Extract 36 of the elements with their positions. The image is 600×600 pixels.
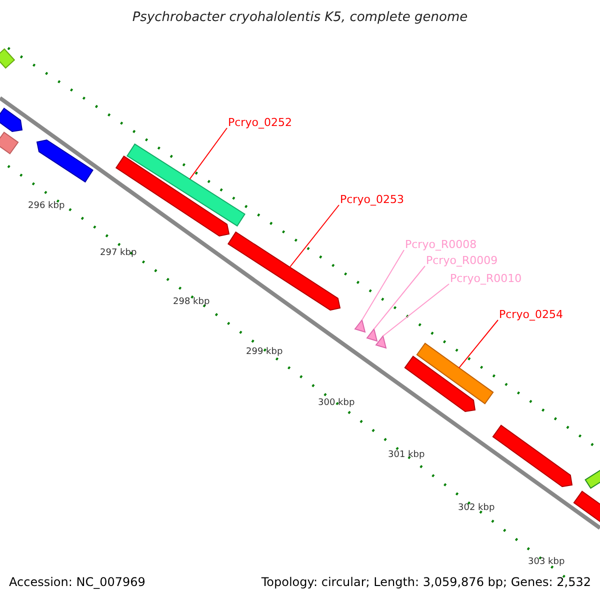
gene-label: Pcryo_R0008 <box>405 238 477 251</box>
title: Psychrobacter cryohalolentis K5, complete genome <box>131 11 469 24</box>
gene-label: Pcryo_0252 <box>228 116 292 129</box>
scale-label: 300 kbp <box>318 397 355 410</box>
leader-line <box>458 320 498 368</box>
gene-feature-bar <box>492 424 573 488</box>
gene-feature-bar <box>126 143 246 227</box>
gene-feature-bar <box>0 108 23 132</box>
gene-feature-bar <box>416 342 494 404</box>
accession-text: Accession: NC_007969 <box>9 576 146 589</box>
gene-label: Pcryo_R0010 <box>450 272 522 285</box>
scale-label: 296 kbp <box>28 200 65 213</box>
leader-line <box>382 284 450 336</box>
scale-label: 298 kbp <box>173 296 210 309</box>
scale-label: 299 kbp <box>246 346 283 359</box>
scale-label: 301 kbp <box>388 449 425 462</box>
scale-label: 297 kbp <box>100 247 137 260</box>
rna-gene-marker <box>366 328 378 342</box>
gene-feature-bar <box>228 231 341 311</box>
gene-feature-bar <box>36 139 94 183</box>
gene-label: Pcryo_0253 <box>340 193 404 206</box>
gene-feature-bar <box>404 356 476 412</box>
leader-line <box>189 128 228 180</box>
gene-label: Pcryo_0254 <box>499 308 563 321</box>
leader-line <box>374 266 426 330</box>
rna-gene-marker <box>375 334 387 349</box>
gene-feature-bar <box>115 156 230 237</box>
leader-line <box>289 204 340 268</box>
leader-line <box>362 250 404 320</box>
summary-text: Topology: circular; Length: 3,059,876 bp; Genes: 2,532 <box>261 576 591 589</box>
gene-feature-bar <box>0 48 16 69</box>
gene-label: Pcryo_R0009 <box>426 254 498 267</box>
rna-gene-marker <box>354 318 366 333</box>
scale-label: 303 kbp <box>528 556 565 569</box>
gene-feature-bar <box>0 132 19 154</box>
scale-label: 302 kbp <box>458 502 495 515</box>
